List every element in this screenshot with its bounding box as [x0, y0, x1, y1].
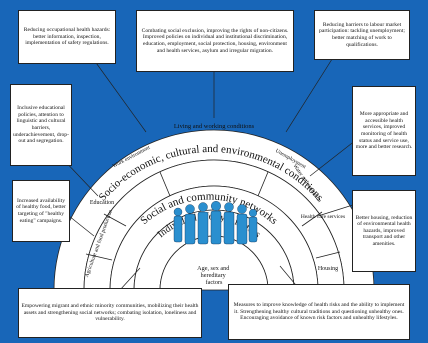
- box-occupational-hazards: Reducing occupational health hazards: be…: [18, 10, 116, 64]
- box-health-services: More appropriate and accessible health s…: [352, 86, 416, 176]
- core-label: Age, sex and hereditary factors: [197, 265, 231, 286]
- health-care-label: Health care services: [301, 214, 345, 220]
- box-healthy-food: Increased availability of healthy food, …: [12, 180, 70, 242]
- segment-dividers: [85, 171, 341, 261]
- box-empowering-communities: Empowering migrant and ethnic minority c…: [18, 288, 202, 338]
- people-figures-icon: [173, 200, 258, 245]
- box-education-policies: Inclusive educational policies, attentio…: [10, 84, 72, 166]
- box-health-knowledge: Measures to improve knowledge of health …: [228, 284, 410, 340]
- box-labour-market: Reducing barriers to labour market parti…: [314, 10, 410, 60]
- living-working-label: Living and working conditions: [174, 123, 255, 130]
- box-social-exclusion: Combating social exclusion, improving th…: [136, 10, 294, 72]
- box-housing-policy: Better housing, reduction of environment…: [352, 190, 416, 272]
- housing-label: Housing: [318, 266, 338, 272]
- education-label: Education: [90, 200, 114, 206]
